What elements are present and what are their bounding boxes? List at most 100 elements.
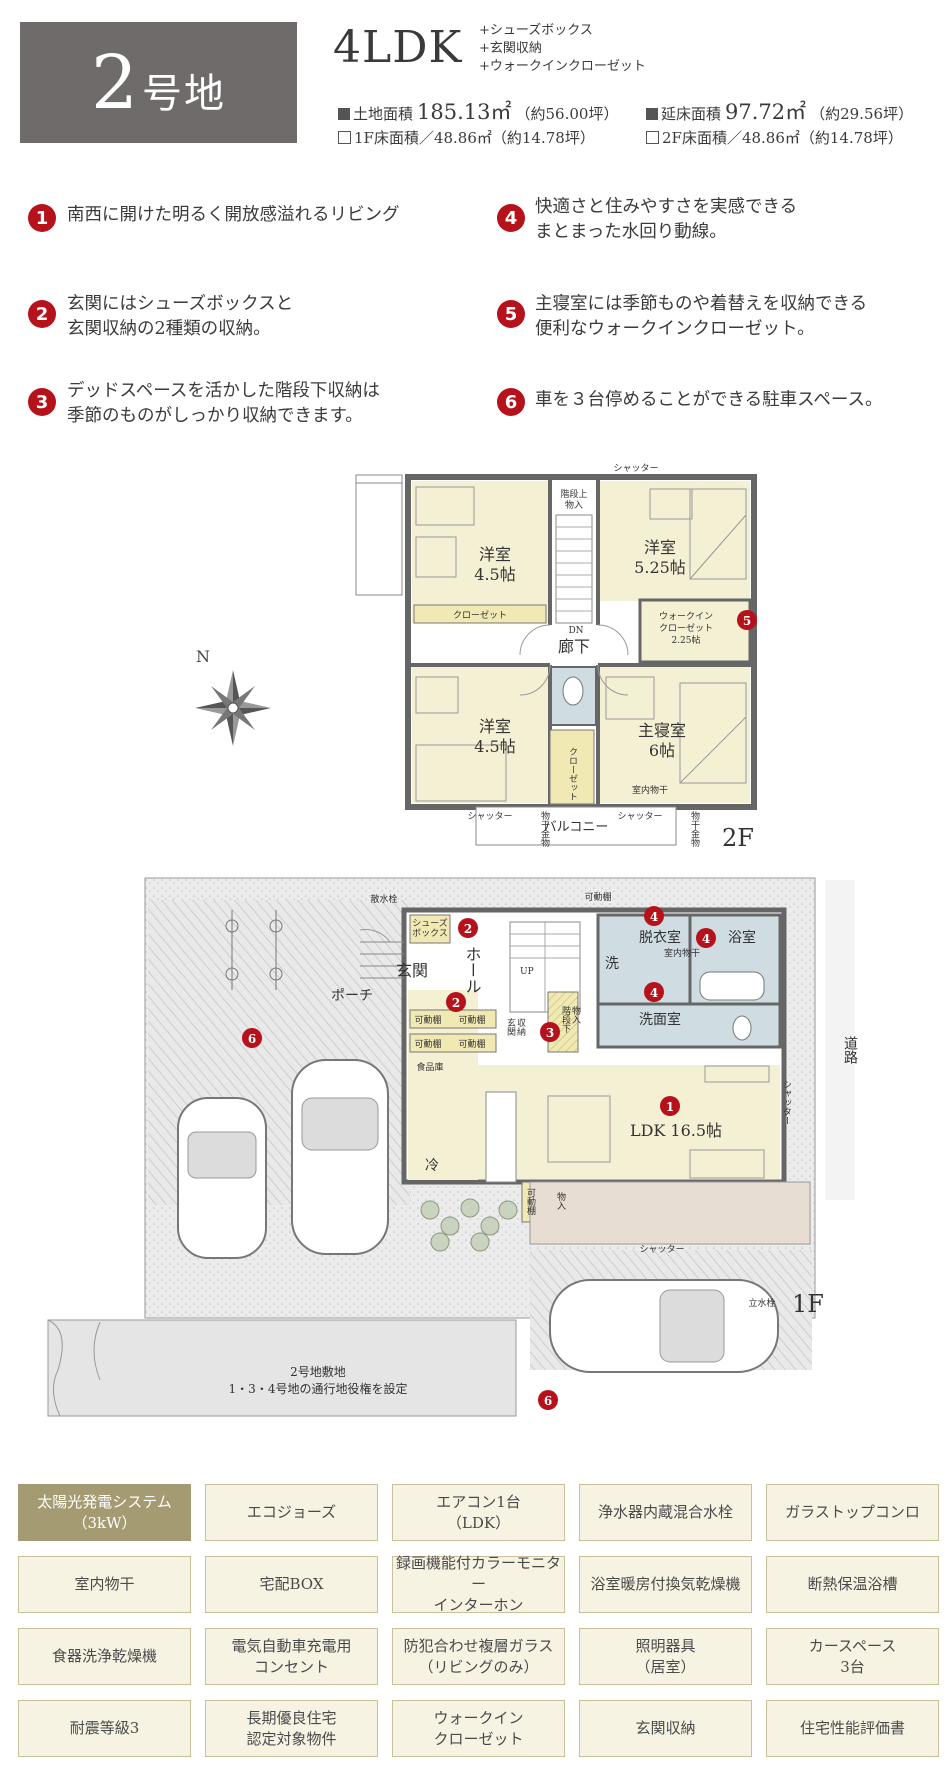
genkan-label: 玄関 (396, 961, 428, 980)
room-west-bottom (412, 667, 548, 803)
feature-badge: 2 (28, 300, 56, 328)
up-label: UP (520, 967, 534, 977)
hall-label: ホール (463, 946, 482, 994)
room-name: 洋室 (479, 717, 511, 736)
sprinkler-label: 散水栓 (370, 893, 397, 905)
monohoshi-label: 物干金物 (689, 810, 700, 848)
filled-square-icon (338, 108, 350, 120)
lot-number-badge: 2 号地 (20, 22, 297, 143)
dn-label: DN (568, 626, 583, 636)
equipment-item: 防犯合わせ複層ガラス （リビングのみ） (392, 1628, 565, 1685)
indoor-dry-label: 室内物干 (632, 784, 668, 796)
storage-label: 物入 (555, 1191, 566, 1210)
equipment-item: 住宅性能評価書 (766, 1700, 939, 1757)
svg-text:2: 2 (464, 922, 472, 936)
svg-text:シューズボックス: シューズボックス (412, 917, 448, 939)
shelf-label: 可動棚 (414, 1014, 441, 1026)
svg-text:4: 4 (650, 910, 658, 924)
sen-label: 洗 (605, 956, 619, 972)
closet-vertical (549, 729, 595, 805)
feature-text: デッドスペースを活かした階段下収納は季節のものがしっかり収納できます。 (67, 381, 380, 426)
svg-text:階段下: 階段下 (560, 1006, 571, 1034)
equipment-item: 食器洗浄乾燥機 (18, 1628, 191, 1685)
room-name: 洋室 (644, 538, 676, 557)
faucet-label: 立水栓 (748, 1297, 775, 1309)
feature-text: 玄関にはシューズボックスと玄関収納の2種類の収納。 (67, 294, 294, 339)
equipment-item: 浴室暖房付換気乾燥機 (579, 1556, 752, 1613)
room-size: 5.25帖 (634, 558, 686, 577)
shelf-label: 可動棚 (584, 891, 611, 903)
shelf-label: 可動棚 (458, 1038, 485, 1050)
shutter-label: シャッター (613, 463, 658, 474)
floor-label-1f: 1F (792, 1290, 824, 1318)
balcony-label: バルコニー (544, 820, 609, 835)
equipment-item: 浄水器内蔵混合水栓 (579, 1484, 752, 1541)
bath-label: 浴室 (728, 929, 756, 946)
easement-area (47, 1319, 517, 1417)
plan-extra: +シューズボックス (479, 23, 593, 38)
feature-badge: 1 (28, 204, 56, 232)
shutter-label: シャッター (781, 1080, 792, 1125)
plan-extra: +玄関収納 (479, 41, 542, 56)
floor-plan-1f: LDK 16.5帖 玄関 ホール ポーチ シューズボックス 玄関 収納 脱衣室 … (47, 877, 858, 1417)
open-square-icon (338, 131, 351, 144)
feature-badge: 6 (497, 388, 525, 416)
equipment-item: 玄関収納 (579, 1700, 752, 1757)
svg-text:物入: 物入 (570, 1005, 581, 1024)
svg-text:2: 2 (452, 996, 460, 1010)
shutter-label: シャッター (617, 811, 662, 822)
svg-text:洋室4.5帖: 洋室4.5帖 (474, 717, 515, 756)
open-square-icon (646, 131, 659, 144)
equipment-item: 電気自動車充電用 コンセント (205, 1628, 378, 1685)
plan-extras: +シューズボックス +玄関収納 +ウォークインクローゼット (479, 22, 646, 76)
equipment-item: 断熱保温浴槽 (766, 1556, 939, 1613)
svg-text:6: 6 (248, 1032, 256, 1046)
porch-label: ポーチ (331, 988, 373, 1004)
feature-badge: 3 (28, 388, 56, 416)
shelf-label: 可動棚 (525, 1188, 536, 1216)
room-master (600, 667, 750, 803)
equipment-item: エアコン1台 （LDK） (392, 1484, 565, 1541)
equipment-item: カースペース 3台 (766, 1628, 939, 1685)
room-name: 主寝室 (638, 721, 686, 740)
equipment-item: エコジョーズ (205, 1484, 378, 1541)
first-floor-area: 1F床面積／48.86㎡（約14.78坪） (338, 127, 595, 148)
equipment-item: 照明器具 （居室） (579, 1628, 752, 1685)
svg-text:収納: 収納 (515, 1017, 526, 1037)
svg-text:1: 1 (666, 1100, 674, 1114)
svg-text:階段上物入: 階段上物入 (560, 488, 587, 511)
road-label: 道路 (842, 1036, 858, 1064)
svg-text:洋室5.25帖: 洋室5.25帖 (634, 538, 686, 577)
feature-badge: 4 (497, 204, 525, 232)
ldk-label: LDK 16.5帖 (630, 1121, 722, 1140)
room-west-top (412, 481, 548, 623)
floor-label-2f: 2F (722, 824, 754, 852)
feature-badge: 5 (743, 614, 751, 628)
feature-text: 南西に開けた明るく開放感溢れるリビング (67, 205, 400, 225)
hall-label: 廊下 (558, 637, 590, 656)
equipment-item: 室内物干 (18, 1556, 191, 1613)
feature-badge: 5 (497, 300, 525, 328)
room-name: 洋室 (479, 545, 511, 564)
svg-text:洋室4.5帖: 洋室4.5帖 (474, 545, 515, 584)
closet-label: クローゼット (453, 609, 507, 621)
room-size: 6帖 (649, 741, 675, 760)
fridge-label: 冷 (425, 1158, 439, 1174)
second-floor-area: 2F床面積／48.86㎡（約14.78坪） (646, 127, 903, 148)
room-wic (638, 598, 752, 664)
equipment-item: 太陽光発電システム （3kW） (18, 1484, 191, 1541)
svg-text:N: N (196, 647, 210, 666)
plan-extra: +ウォークインクローゼット (479, 59, 646, 74)
svg-text:玄関: 玄関 (505, 1017, 516, 1037)
equipment-item: ガラストップコンロ (766, 1484, 939, 1541)
indoor-dry-label: 室内物干 (664, 947, 700, 959)
svg-text:6: 6 (544, 1394, 552, 1408)
svg-text:4: 4 (702, 932, 710, 946)
lot-number: 2 (90, 39, 139, 126)
monohoshi-label: 物干金物 (539, 810, 550, 848)
